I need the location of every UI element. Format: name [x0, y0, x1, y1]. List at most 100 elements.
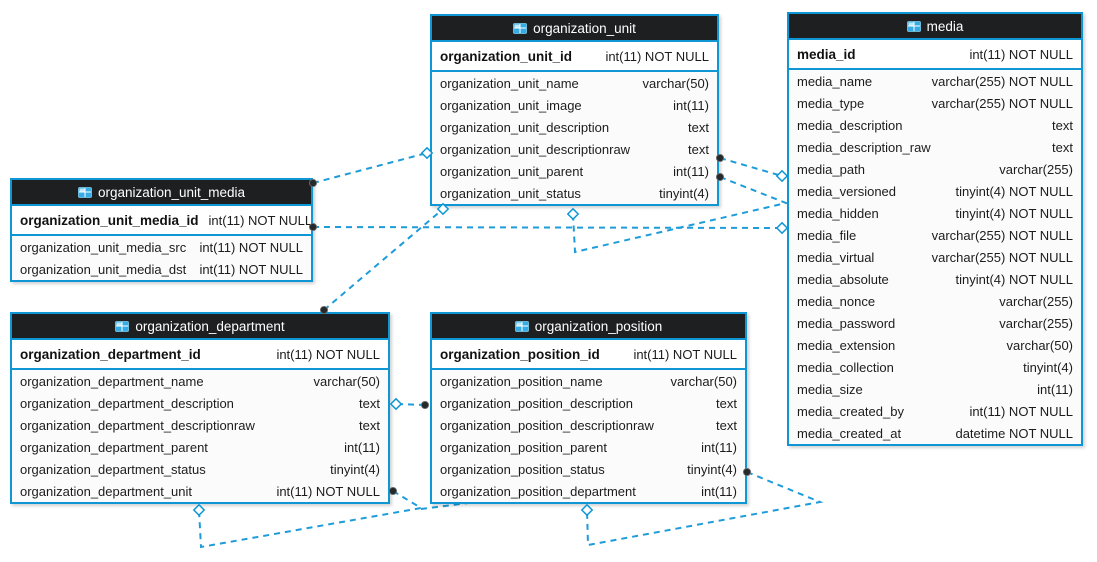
column-type: text: [1052, 117, 1073, 133]
column-type: tinyint(4): [1023, 359, 1073, 375]
column-type: int(11) NOT NULL: [199, 239, 303, 255]
column-type: int(11): [1037, 381, 1073, 397]
column-type: text: [716, 417, 737, 433]
column-name: organization_unit_status: [440, 185, 581, 201]
column-name: media_created_by: [797, 403, 904, 419]
column-type: tinyint(4): [687, 461, 737, 477]
column-type: text: [688, 141, 709, 157]
column-name: media_path: [797, 161, 865, 177]
relationship-line-organization_department-organization_unit[interactable]: [323, 208, 444, 311]
column-type: int(11) NOT NULL: [969, 46, 1073, 62]
column-name: media_type: [797, 95, 865, 111]
relationship-line-organization_unit_media-organization_unit[interactable]: [312, 152, 428, 184]
column-name: media_name: [797, 73, 873, 89]
column-row[interactable]: organization_position_descriptionraw text: [432, 414, 745, 436]
column-name: organization_position_descriptionraw: [440, 417, 654, 433]
column-name: organization_department_unit: [20, 483, 193, 499]
table-header[interactable]: organization_position: [432, 314, 745, 340]
column-name: media_password: [797, 315, 896, 331]
relationship-line-organization_position-organization_department[interactable]: [395, 403, 426, 406]
table-icon: [906, 20, 921, 32]
column-name: media_extension: [797, 337, 896, 353]
relationship-line-organization_department-organization_department[interactable]: [198, 490, 424, 549]
table-header[interactable]: organization_unit: [432, 16, 717, 42]
relationship-line-organization_unit-media[interactable]: [719, 157, 783, 177]
column-row[interactable]: media_collection tinyint(4): [789, 356, 1081, 378]
column-type: varchar(50): [1006, 337, 1073, 353]
column-name: organization_unit_media_src: [20, 239, 187, 255]
column-type: int(11) NOT NULL: [276, 483, 380, 499]
column-row[interactable]: organization_department_unit int(11) NOT …: [12, 480, 388, 502]
column-name: organization_position_parent: [440, 439, 607, 455]
table-icon: [78, 186, 92, 198]
column-row[interactable]: media_password varchar(255): [789, 312, 1081, 334]
column-row[interactable]: media_created_at datetime NOT NULL: [789, 422, 1081, 444]
column-type: text: [1052, 139, 1073, 155]
table-icon: [514, 320, 529, 332]
table-header[interactable]: organization_department: [12, 314, 388, 340]
column-type: datetime NOT NULL: [955, 425, 1073, 441]
column-row[interactable]: media_created_by int(11) NOT NULL: [789, 400, 1081, 422]
column-type: varchar(255): [999, 293, 1073, 309]
column-row[interactable]: media_extension varchar(50): [789, 334, 1081, 356]
column-type: int(11) NOT NULL: [199, 261, 303, 277]
column-type: varchar(255) NOT NULL: [931, 227, 1073, 243]
table-header[interactable]: media: [789, 14, 1081, 40]
relationship-line-organization_unit_media-media[interactable]: [312, 226, 783, 229]
column-type: varchar(50): [670, 373, 737, 389]
relationship-line-organization_unit-organization_unit[interactable]: [572, 176, 790, 254]
table-header[interactable]: organization_unit_media: [12, 180, 311, 206]
column-name: media_collection: [797, 359, 894, 375]
relationship-line-organization_position-organization_position[interactable]: [586, 471, 824, 547]
column-type: int(11): [344, 439, 380, 455]
column-type: varchar(255): [999, 315, 1073, 331]
column-row[interactable]: organization_unit_media_src int(11) NOT N…: [12, 236, 311, 258]
relationship-line-organization_department-organization_position[interactable]: [420, 502, 469, 510]
column-type: tinyint(4) NOT NULL: [955, 183, 1073, 199]
column-type: int(11) NOT NULL: [969, 403, 1073, 419]
column-name: media_created_at: [797, 425, 902, 441]
column-name: organization_position_id: [440, 346, 600, 362]
